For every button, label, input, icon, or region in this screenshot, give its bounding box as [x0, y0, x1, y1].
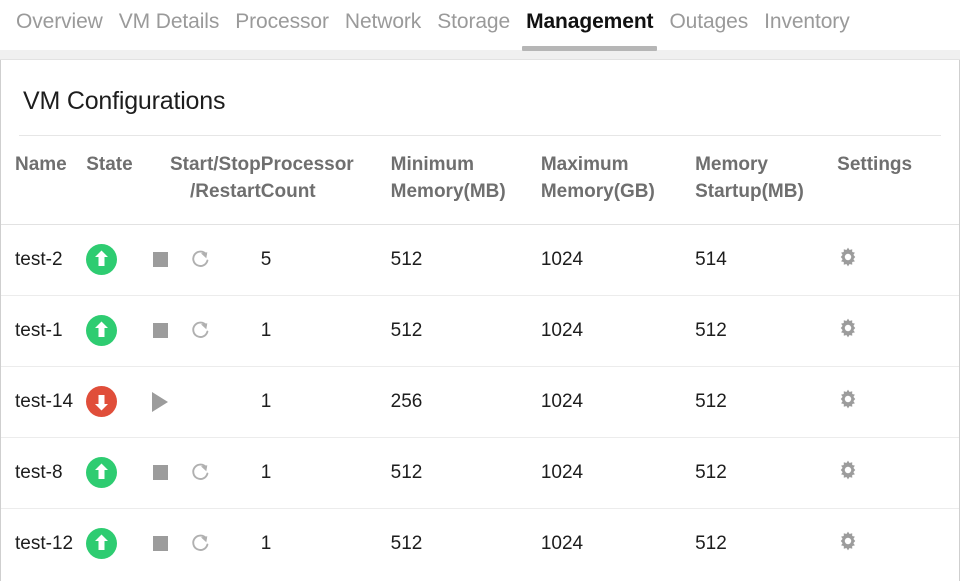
arrow-up-circle-green-icon[interactable] [86, 528, 118, 560]
memory-startup: 512 [695, 437, 838, 509]
column-header-settings: Settings [837, 154, 913, 175]
vm-name: test-2 [1, 224, 87, 296]
stop-icon[interactable] [149, 249, 171, 271]
vm-controls-cell [141, 508, 261, 579]
restart-icon[interactable] [189, 320, 211, 342]
vm-state-cell [86, 366, 142, 438]
minimum-memory: 512 [390, 532, 423, 554]
processor-count: 5 [260, 224, 391, 296]
vm-state-cell [86, 508, 141, 579]
vm-controls-cell [141, 295, 261, 367]
memory-startup: 514 [695, 224, 838, 296]
gear-icon[interactable] [837, 317, 859, 345]
column-header-control: Start/Stop/Restart [169, 154, 261, 202]
table-row: test-12 1 512 1024 512 [1, 508, 959, 579]
vm-controls-cell [141, 224, 261, 296]
minimum-memory: 512 [390, 437, 541, 509]
tab-vm-details[interactable]: VM Details [118, 10, 220, 33]
gear-icon[interactable] [837, 388, 859, 416]
vm-state-cell [86, 224, 142, 296]
gear-icon[interactable] [837, 246, 859, 274]
vm-controls-cell [141, 366, 261, 438]
page-title: VM Configurations [23, 87, 226, 115]
tab-outages[interactable]: Outages [669, 10, 749, 33]
settings-cell [837, 508, 959, 579]
gear-icon[interactable] [837, 530, 859, 558]
arrow-up-circle-green-icon[interactable] [86, 457, 118, 489]
tab-management[interactable]: Management [518, 0, 661, 51]
tab-processor[interactable]: Processor [235, 10, 329, 33]
play-icon[interactable] [149, 391, 171, 413]
memory-startup: 512 [695, 366, 838, 438]
arrow-up-circle-green-icon[interactable] [86, 244, 118, 276]
processor-count: 1 [260, 366, 391, 438]
minimum-memory: 256 [390, 366, 541, 438]
restart-icon[interactable] [189, 249, 211, 271]
column-header-state: State [86, 154, 133, 175]
stop-icon[interactable] [149, 462, 171, 484]
vm-name: test-8 [1, 437, 87, 509]
settings-cell [837, 224, 959, 296]
processor-count: 1 [260, 437, 391, 509]
tab-inventory[interactable]: Inventory [764, 10, 850, 33]
minimum-memory: 512 [390, 224, 541, 296]
settings-cell [837, 295, 959, 367]
arrow-down-circle-red-icon[interactable] [86, 386, 118, 418]
minimum-memory: 512 [390, 295, 541, 367]
maximum-memory: 1024 [540, 224, 696, 296]
tab-bar-divider [0, 50, 960, 60]
column-header-name: Name [15, 154, 67, 175]
memory-startup: 512 [695, 295, 838, 367]
title-divider [19, 135, 941, 136]
tab-bar: Overview VM Details Processor Network Storag… [0, 0, 960, 51]
stop-icon[interactable] [149, 533, 171, 555]
tab-network[interactable]: Network [344, 10, 422, 33]
content-panel: VM Configurations Name State Start/Stop/Re… [0, 60, 960, 581]
vm-name: test-14 [1, 366, 87, 438]
stop-icon[interactable] [149, 320, 171, 342]
vm-state-cell [86, 295, 142, 367]
tab-storage[interactable]: Storage [437, 10, 511, 33]
memory-startup: 512 [695, 532, 727, 554]
processor-count: 1 [260, 532, 272, 554]
settings-cell [837, 366, 959, 438]
maximum-memory: 1024 [540, 532, 584, 554]
tab-overview[interactable]: Overview [16, 10, 103, 33]
maximum-memory: 1024 [540, 366, 696, 438]
vm-name: test-12 [15, 532, 74, 554]
arrow-up-circle-green-icon[interactable] [86, 315, 118, 347]
vm-state-cell [86, 437, 142, 509]
gear-icon[interactable] [837, 459, 859, 487]
processor-count: 1 [260, 295, 391, 367]
restart-icon[interactable] [189, 462, 211, 484]
maximum-memory: 1024 [540, 295, 696, 367]
vm-controls-cell [141, 437, 261, 509]
restart-icon[interactable] [189, 533, 211, 555]
maximum-memory: 1024 [540, 437, 696, 509]
vm-name: test-1 [1, 295, 87, 367]
settings-cell [837, 437, 959, 509]
